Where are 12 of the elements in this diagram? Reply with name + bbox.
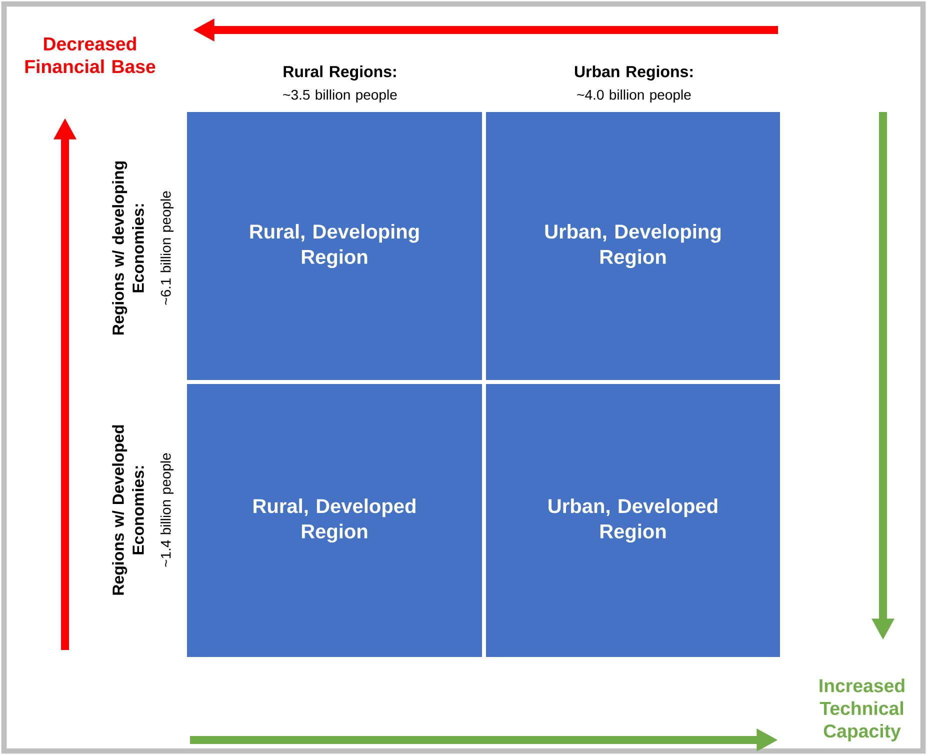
row-subheader: ~1.4 billion people (160, 453, 174, 567)
row-header: Regions w/ Developed Economies: (112, 425, 144, 595)
quadrant-box: Urban, Developed Region (486, 384, 780, 657)
quadrant-box: Urban, Developing Region (486, 112, 780, 380)
quadrant-box: Rural, Developed Region (187, 384, 482, 657)
row-header: Regions w/ developing Economies: (112, 162, 144, 334)
axis-label: Increased Technical Capacity (820, 678, 904, 742)
column-header: Rural Regions: (284, 66, 396, 80)
quadrant-box: Rural, Developing Region (187, 112, 482, 380)
axis-label: Decreased Financial Base (25, 36, 156, 74)
column-header: Urban Regions: (574, 66, 692, 80)
row-subheader: ~6.1 billion people (160, 191, 174, 305)
